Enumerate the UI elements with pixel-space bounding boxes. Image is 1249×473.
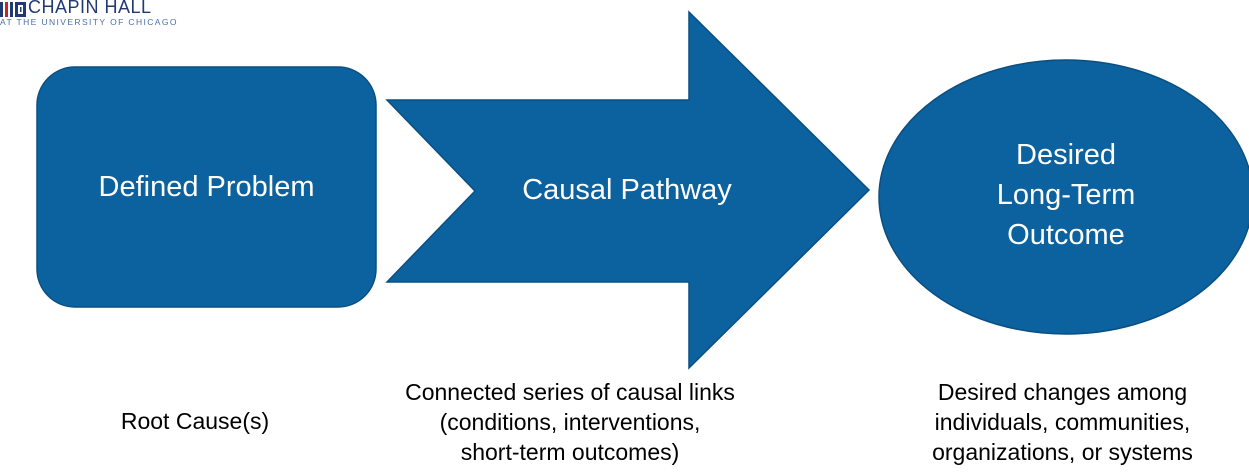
- logo-mark-icon: [0, 2, 26, 17]
- desired-outcome-label: Desired Long-Term Outcome: [996, 139, 1136, 251]
- logo-name: CHAPIN HALL: [28, 0, 152, 17]
- root-cause-caption: Root Cause(s): [120, 408, 270, 434]
- defined-problem-box: [36, 66, 377, 308]
- causal-pathway-caption: Connected series of causal links (condit…: [405, 379, 735, 465]
- logo-subtitle: AT THE UNIVERSITY OF CHICAGO: [0, 17, 178, 27]
- causal-pathway-label: Causal Pathway: [522, 174, 732, 206]
- desired-outcome-caption: Desired changes among individuals, commu…: [932, 379, 1193, 465]
- desired-outcome-ellipse: [878, 59, 1249, 335]
- defined-problem-label: Defined Problem: [98, 171, 315, 203]
- causal-pathway-arrow: [385, 10, 871, 370]
